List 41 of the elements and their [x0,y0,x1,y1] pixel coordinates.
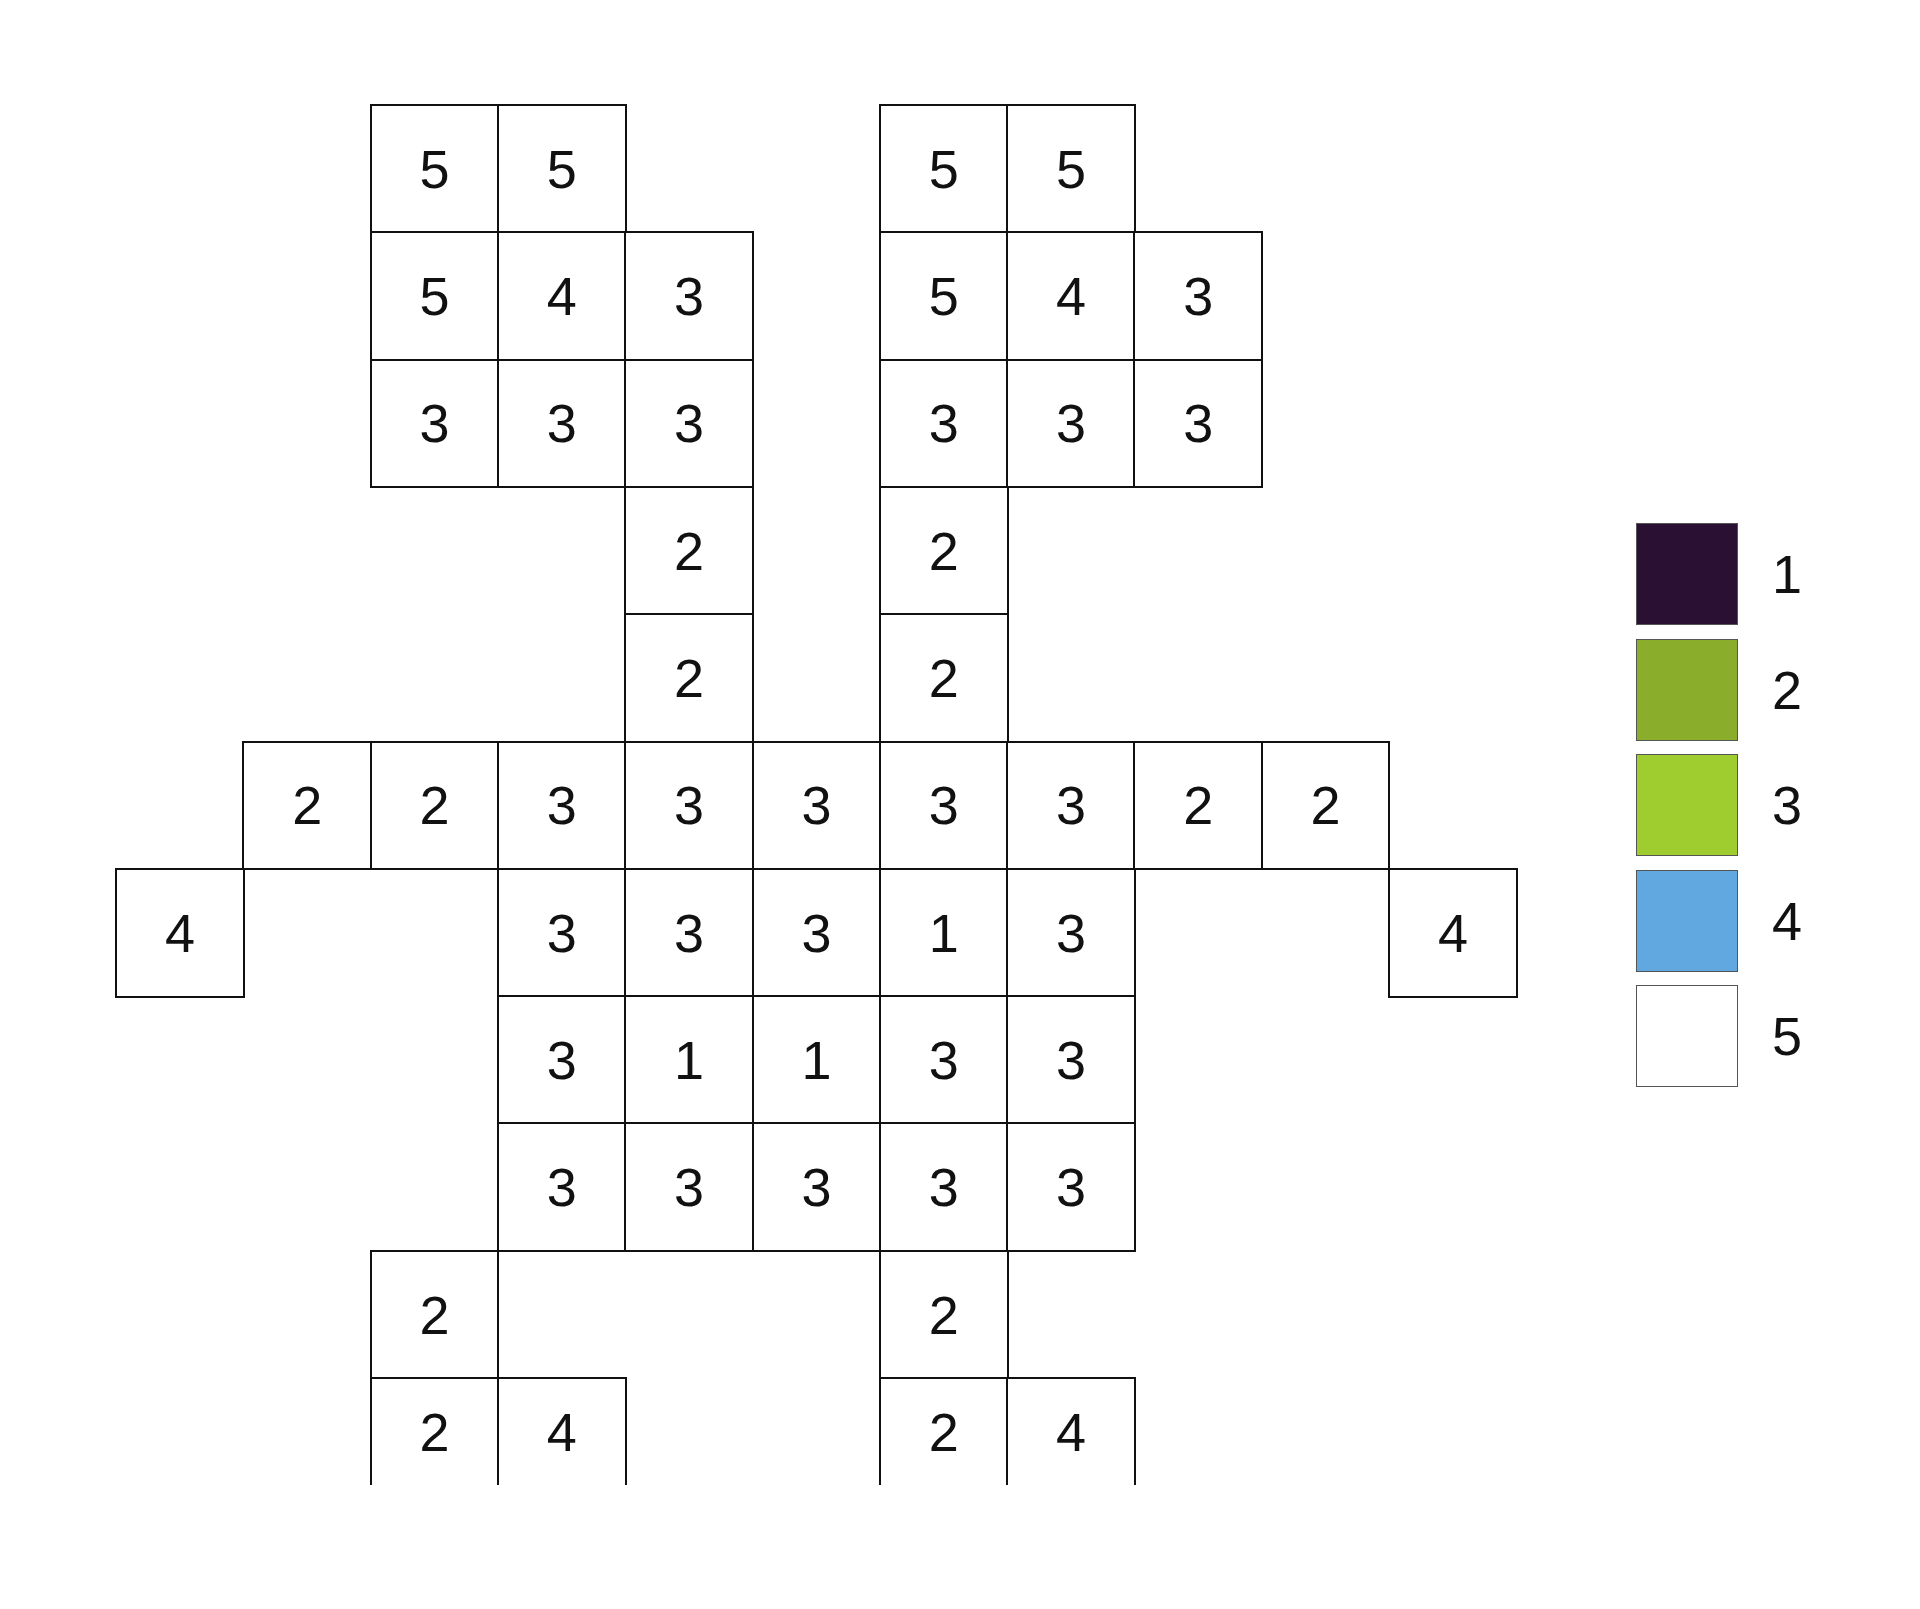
number-cell: 5 [369,104,500,234]
legend-label: 1 [1772,543,1803,605]
number-cell: 3 [1006,1122,1136,1253]
number-cell: 5 [878,231,1009,362]
number-cell: 4 [1006,231,1136,362]
number-cell: 3 [624,231,754,362]
number-cell: 2 [242,740,373,871]
legend-label: 5 [1772,1005,1803,1067]
number-cell: 3 [1006,740,1136,871]
number-cell: 4 [115,867,245,998]
number-cell: 2 [1260,740,1391,871]
number-cell: 5 [369,231,500,362]
number-cell: 2 [369,1249,500,1380]
number-cell: 2 [1133,740,1264,871]
number-cell: 2 [878,485,1009,616]
number-cell: 3 [624,358,754,489]
number-cell: 3 [496,1122,627,1253]
number-cell: 5 [496,104,627,234]
number-cell: 3 [1133,358,1264,489]
number-cell: 2 [878,613,1009,743]
number-cell: 3 [1006,358,1136,489]
number-cell: 2 [369,740,500,871]
number-cell: 3 [1006,867,1136,998]
legend-label: 2 [1772,658,1803,721]
number-cell: 5 [878,104,1009,234]
number-cell: 3 [496,995,627,1125]
number-cell: 3 [624,1122,754,1253]
number-cell: 3 [1006,995,1136,1125]
number-cell: 5 [1006,104,1136,234]
number-cell: 3 [751,1122,882,1253]
legend-label: 4 [1772,889,1803,952]
legend-label: 3 [1772,774,1803,836]
number-cell: 2 [624,613,754,743]
number-cell: 4 [496,1377,627,1485]
number-cell: 1 [624,995,754,1125]
number-cell: 4 [1388,867,1518,998]
number-cell: 3 [1133,231,1264,362]
number-cell: 4 [1006,1377,1136,1485]
number-cell: 2 [624,485,754,616]
number-cell: 2 [878,1249,1009,1380]
number-cell: 3 [369,358,500,489]
